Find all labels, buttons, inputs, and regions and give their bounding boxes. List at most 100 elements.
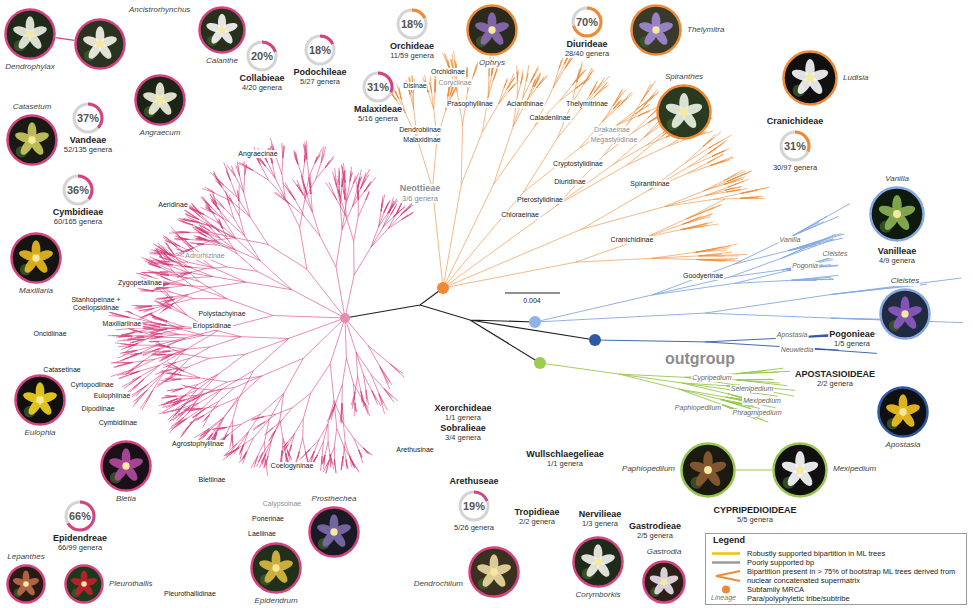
genera-count: 3/6 genera	[401, 195, 439, 203]
legend-text: Para/polyphyletic tribe/subtribe	[746, 594, 960, 603]
subtribe-label: Cryptostylidinae	[552, 160, 604, 168]
photo-circle: Thelymitra	[630, 4, 682, 56]
genera-count: 1/3 genera	[581, 520, 619, 528]
photo-circle: Prosthechea	[308, 506, 360, 558]
subtribe-label: Caladeniinae	[529, 114, 572, 122]
flower-photo	[869, 186, 925, 242]
subtribe-label: Coryciinae	[437, 79, 472, 87]
genus-label: Dendrochilum	[413, 580, 464, 589]
genus-tip-label: Cypripedium	[691, 374, 732, 382]
legend-sample-text: Lineage	[710, 594, 737, 602]
photo-circle: Ophrys	[466, 4, 518, 56]
tree-branches	[107, 138, 414, 476]
subtribe-label: Arethusinae	[395, 446, 434, 454]
scale-bar	[505, 293, 560, 294]
legend-text: Poorly supported bp	[746, 558, 960, 567]
flower-photo	[642, 560, 686, 604]
flower-photo	[134, 74, 186, 126]
genera-count: 30/97 genera	[772, 164, 818, 172]
tribe-name: Diurideae	[565, 40, 608, 50]
tribe-name: Cranichideae	[766, 117, 825, 127]
photo-circle: Epidendrum	[250, 542, 302, 594]
genus-label: Spiranthes	[664, 73, 704, 82]
scale-label: 0.004	[522, 297, 542, 305]
percent-value: 37%	[76, 111, 100, 125]
subtribe-label: Zygopetalinae	[117, 279, 163, 287]
flower-photo	[630, 4, 682, 56]
genera-count: 5/26 genera	[453, 524, 495, 532]
genus-tip-label: Cleistes	[822, 250, 849, 258]
subtribe-label: Laeliinae	[247, 530, 277, 538]
tribe-name: Podochileae	[292, 68, 347, 78]
genera-count: 11/59 genera	[389, 52, 435, 60]
genus-tip-label: Selenipedium	[730, 385, 774, 393]
mrca-dot	[589, 334, 601, 346]
subtribe-label: Eulophiinae	[93, 392, 132, 400]
flower-photo	[100, 440, 152, 492]
subtribe-label: Pterostylidinae	[516, 196, 564, 204]
genus-label: Corymborkis	[575, 591, 622, 600]
subtribe-label: Eriopsidinae	[192, 322, 233, 330]
genera-count: 1/1 genera	[444, 414, 482, 422]
flower-photo	[680, 442, 736, 498]
percent-value: 18%	[400, 17, 424, 31]
photo-circle: Corymborkis	[572, 536, 624, 588]
genus-label: Gastrodia	[646, 548, 683, 557]
genus-label: Pleurothallis	[108, 580, 154, 589]
percent-circle: 70%Diurideae28/40 genera	[571, 6, 603, 38]
tribe-name: Pogonieae	[828, 330, 876, 340]
photo-circle: Dendrochilum	[468, 546, 520, 598]
flower-photo	[6, 564, 46, 604]
subtribe-label: Coelogyninae	[270, 462, 315, 470]
photo-circle: Bletia	[100, 440, 152, 492]
genera-count: 5/5 genera	[736, 516, 774, 524]
subtribe-label: Polystachyinae	[197, 310, 246, 318]
subtribe-label: Stanhopeinae + Coeliopsidinae	[63, 296, 129, 311]
genera-count: 4/20 genera	[241, 84, 283, 92]
flower-photo	[572, 536, 624, 588]
percent-circle: 36%Cymbidieae60/165 genera	[62, 174, 94, 206]
tree-branches	[540, 363, 795, 422]
subtribe-label: Goodyerinae	[682, 272, 724, 280]
genus-label: Cleistes	[890, 277, 920, 286]
subtribe-label: Thelymitrinae	[565, 100, 609, 108]
mrca-dot	[340, 313, 350, 323]
percent-circle: 20%Collabieae4/20 genera	[246, 40, 278, 72]
subtribe-label: Disinae	[402, 82, 427, 90]
genera-count: 28/40 genera	[564, 50, 610, 58]
percent-value: 18%	[308, 43, 332, 57]
subtribe-label: Malaxidinae	[402, 136, 441, 144]
photo-circle: Paphiopedilum	[680, 442, 736, 498]
tribe-name: Cymbidieae	[52, 208, 105, 218]
tribe-name: Vanilleae	[877, 247, 918, 257]
outgroup-label: outgroup	[664, 350, 736, 368]
genera-count: 60/165 genera	[53, 218, 103, 226]
genera-count: 1/5 genera	[833, 340, 871, 348]
genera-count: 52/135 genera	[63, 146, 113, 154]
tree-branches	[386, 38, 770, 288]
genera-count: 1/1 genera	[546, 460, 584, 468]
genus-tip-label: Neuwiedia	[780, 346, 815, 354]
tribe-name: Xerorchideae	[433, 404, 492, 414]
genus-label: Ancistrorhynchus	[128, 6, 191, 15]
tribe-name: Gastrodieae	[628, 522, 682, 532]
genera-count: 5/16 genera	[357, 115, 399, 123]
flower-photo	[6, 114, 58, 166]
percent-circle: 66%Epidendreae66/99 genera	[64, 500, 96, 532]
flower-photo	[198, 6, 246, 54]
subtribe-label: Adrorhizinae	[184, 252, 225, 260]
photo-circle: Eulophia	[14, 374, 66, 426]
flower-photo	[782, 50, 838, 106]
percent-value: 36%	[66, 183, 90, 197]
flower-photo	[10, 232, 62, 284]
percent-value: 19%	[462, 499, 486, 513]
connector-line	[56, 38, 75, 41]
subtribe-label: Aeridinae	[157, 201, 189, 209]
tribe-name: Orchideae	[389, 42, 435, 52]
genus-label: Ludisia	[842, 74, 869, 83]
percent-circle: Arethuseae19%5/26 genera	[458, 490, 490, 522]
flower-photo	[877, 386, 929, 438]
mrca-dot	[437, 282, 449, 294]
subtribe-label: Catasetinae	[42, 366, 81, 374]
